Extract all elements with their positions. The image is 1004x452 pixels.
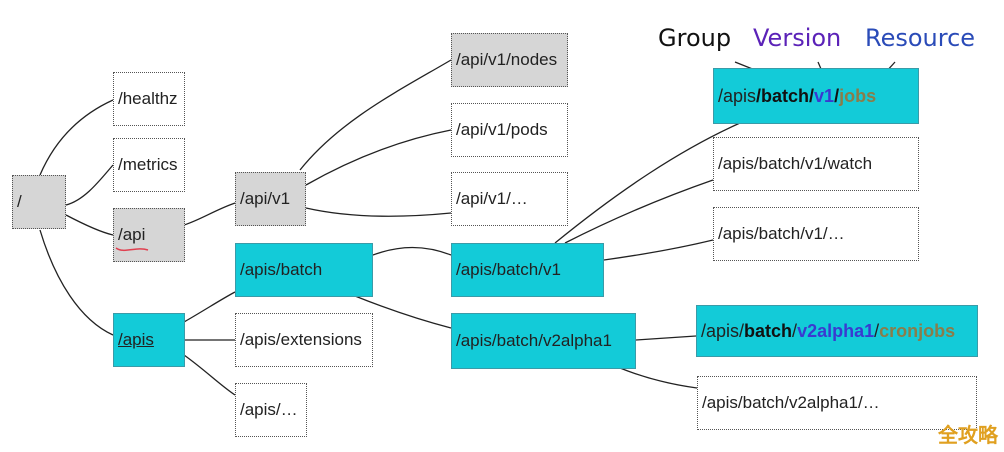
cronjobs-group: batch <box>744 320 793 341</box>
cronjobs-prefix: /apis/ <box>701 320 745 341</box>
node-apis-batch-v2alpha1[interactable]: /apis/batch/v2alpha1 <box>451 313 636 369</box>
node-apis[interactable]: /apis <box>113 313 185 367</box>
node-cronjobs[interactable]: /apis/batch/v2alpha1/cronjobs <box>696 305 978 357</box>
node-apis-more-label: /apis/… <box>240 400 298 419</box>
node-metrics[interactable]: /metrics <box>113 138 185 192</box>
node-api-v1[interactable]: /api/v1 <box>235 172 306 226</box>
edge-batch-v1 <box>372 246 452 256</box>
node-apis-extensions-label: /apis/extensions <box>240 330 362 349</box>
red-underline-mark <box>115 247 149 252</box>
node-apis-batch-v1[interactable]: /apis/batch/v1 <box>451 243 604 297</box>
edge-apis-batch <box>183 291 236 323</box>
node-api-label: /api <box>118 225 146 244</box>
legend-resource: Resource <box>865 24 976 52</box>
node-metrics-label: /metrics <box>118 155 178 174</box>
cronjobs-sep1: / <box>792 320 798 341</box>
node-api[interactable]: /api <box>113 208 185 262</box>
node-root[interactable]: / <box>12 175 66 229</box>
node-apis-batch-label: /apis/batch <box>240 260 323 279</box>
node-apis-batch-v2alpha1-label: /apis/batch/v2alpha1 <box>456 331 612 350</box>
edge-apiv1-more <box>305 207 452 217</box>
node-batch-v1-watch[interactable]: /apis/batch/v1/watch <box>713 137 919 191</box>
edge-v1-jobs <box>554 122 741 244</box>
node-api-v1-more-label: /api/v1/… <box>456 189 528 208</box>
node-api-v1-nodes-label: /api/v1/nodes <box>456 50 558 69</box>
node-root-label: / <box>17 192 22 211</box>
edge-v2-cronjobs <box>635 335 697 341</box>
node-api-v1-more[interactable]: /api/v1/… <box>451 172 568 226</box>
watermark-logo: 全攻略 <box>938 423 998 447</box>
jobs-resource: jobs <box>839 85 877 106</box>
jobs-group: /batch/ <box>756 85 815 106</box>
jobs-version: v1 <box>814 85 835 106</box>
node-batch-v2alpha1-more-label: /apis/batch/v2alpha1/… <box>702 393 880 412</box>
edge-api-apiv1 <box>183 202 236 226</box>
cronjobs-sep2: / <box>874 320 880 341</box>
cronjobs-version: v2alpha1 <box>797 320 875 341</box>
node-apis-label: /apis <box>118 330 154 349</box>
edge-root-metrics <box>65 164 114 206</box>
edge-root-api <box>65 214 114 236</box>
node-batch-v1-more[interactable]: /apis/batch/v1/… <box>713 207 919 261</box>
legend-group: Group <box>658 24 732 52</box>
edge-batch-v2alpha1 <box>354 295 452 329</box>
node-batch-v1-watch-label: /apis/batch/v1/watch <box>718 154 873 173</box>
node-apis-extensions[interactable]: /apis/extensions <box>235 313 373 367</box>
edge-root-apis <box>39 229 114 336</box>
jobs-prefix: /apis <box>718 85 757 106</box>
legend-version: Version <box>753 24 842 52</box>
node-apis-more[interactable]: /apis/… <box>235 383 307 437</box>
edge-v1-more <box>603 239 714 261</box>
edge-v1-watch <box>564 179 714 244</box>
node-healthz[interactable]: /healthz <box>113 72 185 126</box>
node-apis-batch-v1-label: /apis/batch/v1 <box>456 260 561 279</box>
node-batch-v2alpha1-more[interactable]: /apis/batch/v2alpha1/… <box>697 376 977 430</box>
edge-apiv1-nodes <box>299 59 452 171</box>
edge-apiv1-pods <box>305 129 452 186</box>
cronjobs-resource: cronjobs <box>879 320 956 341</box>
edge-root-healthz <box>39 99 114 176</box>
node-api-v1-pods-label: /api/v1/pods <box>456 120 548 139</box>
edge-v2-more <box>619 367 698 389</box>
node-api-v1-label: /api/v1 <box>240 189 291 208</box>
node-apis-batch[interactable]: /apis/batch <box>235 243 373 297</box>
node-healthz-label: /healthz <box>118 89 178 108</box>
node-jobs[interactable]: /apis/batch/v1/jobs <box>713 68 919 124</box>
node-batch-v1-more-label: /apis/batch/v1/… <box>718 224 845 243</box>
node-api-v1-nodes[interactable]: /api/v1/nodes <box>451 33 568 87</box>
jobs-sep: / <box>834 85 840 106</box>
node-api-v1-pods[interactable]: /api/v1/pods <box>451 103 568 157</box>
edge-apis-more <box>183 354 236 396</box>
